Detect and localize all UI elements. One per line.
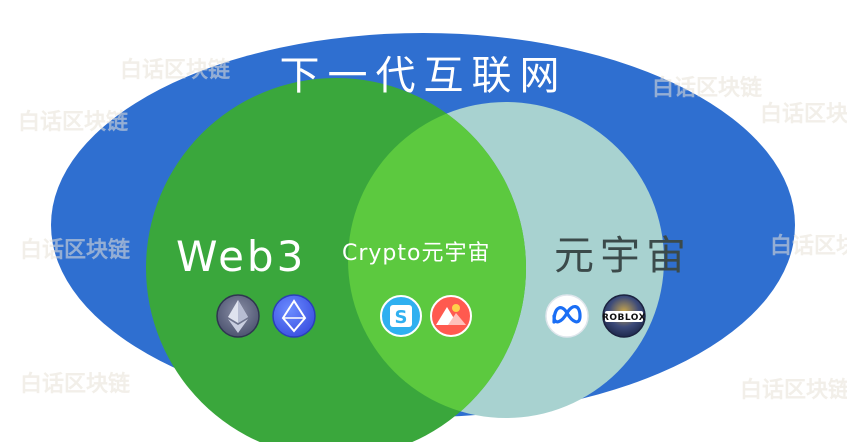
crypto-metaverse-label: Crypto元宇宙: [342, 241, 491, 266]
ens-icon: [272, 294, 316, 338]
meta-icon: [545, 294, 589, 338]
watermark: 白话区块链: [770, 234, 847, 259]
diagram-title: 下一代互联网: [279, 53, 568, 99]
watermark: 白话区块链: [20, 238, 131, 263]
overlap-region: [348, 102, 526, 418]
watermark: 白话区块链: [20, 372, 131, 397]
watermark: 白话区块链: [120, 58, 231, 83]
watermark: 白话区块链: [18, 110, 129, 135]
sandbox-icon: S: [380, 295, 422, 337]
roblox-logo-text: ROBLOX: [602, 313, 646, 323]
watermark: 白话区块链: [760, 102, 847, 127]
web3-label: Web3: [176, 232, 307, 281]
svg-text:S: S: [395, 307, 408, 328]
decentraland-icon: [430, 295, 472, 337]
watermark: 白话区块链: [652, 76, 763, 101]
ethereum-icon: [216, 294, 260, 338]
metaverse-label: 元宇宙: [554, 233, 692, 279]
roblox-icon: ROBLOX: [602, 294, 646, 338]
watermark: 白话区块链: [740, 378, 847, 403]
